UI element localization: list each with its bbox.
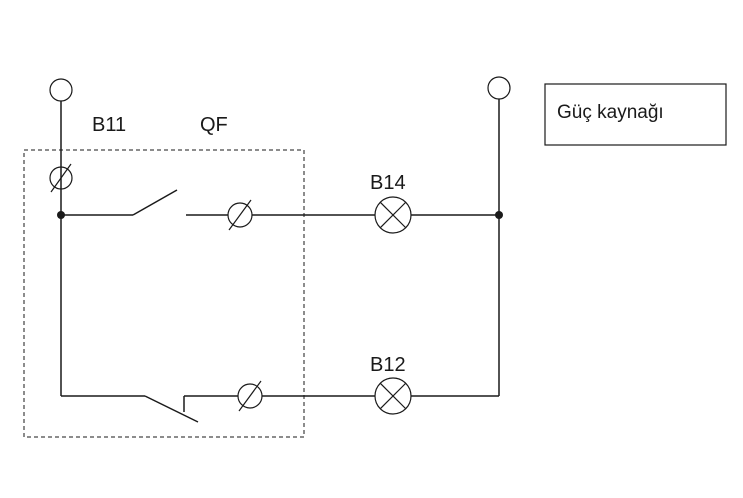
label-qf: QF (200, 114, 228, 136)
lower-fuse-slash (238, 380, 262, 412)
label-b11: B11 (92, 114, 126, 136)
left-fuse-slash (50, 163, 72, 193)
lamp-b14-cross-2 (379, 201, 407, 229)
label-b14: B14 (370, 172, 406, 194)
power-source-box (544, 83, 727, 146)
label-power-source: Güç kaynağı (557, 102, 664, 123)
lower-switch-contact (144, 395, 199, 423)
b11-enclosure (23, 149, 305, 438)
right-terminal (487, 76, 511, 100)
lamp-b12-cross-2 (379, 382, 407, 410)
upper-fuse-slash (228, 199, 252, 231)
left-terminal (49, 78, 73, 102)
left-fuse (49, 166, 73, 190)
label-b12: B12 (370, 354, 406, 376)
upper-switch-contact (132, 189, 178, 216)
